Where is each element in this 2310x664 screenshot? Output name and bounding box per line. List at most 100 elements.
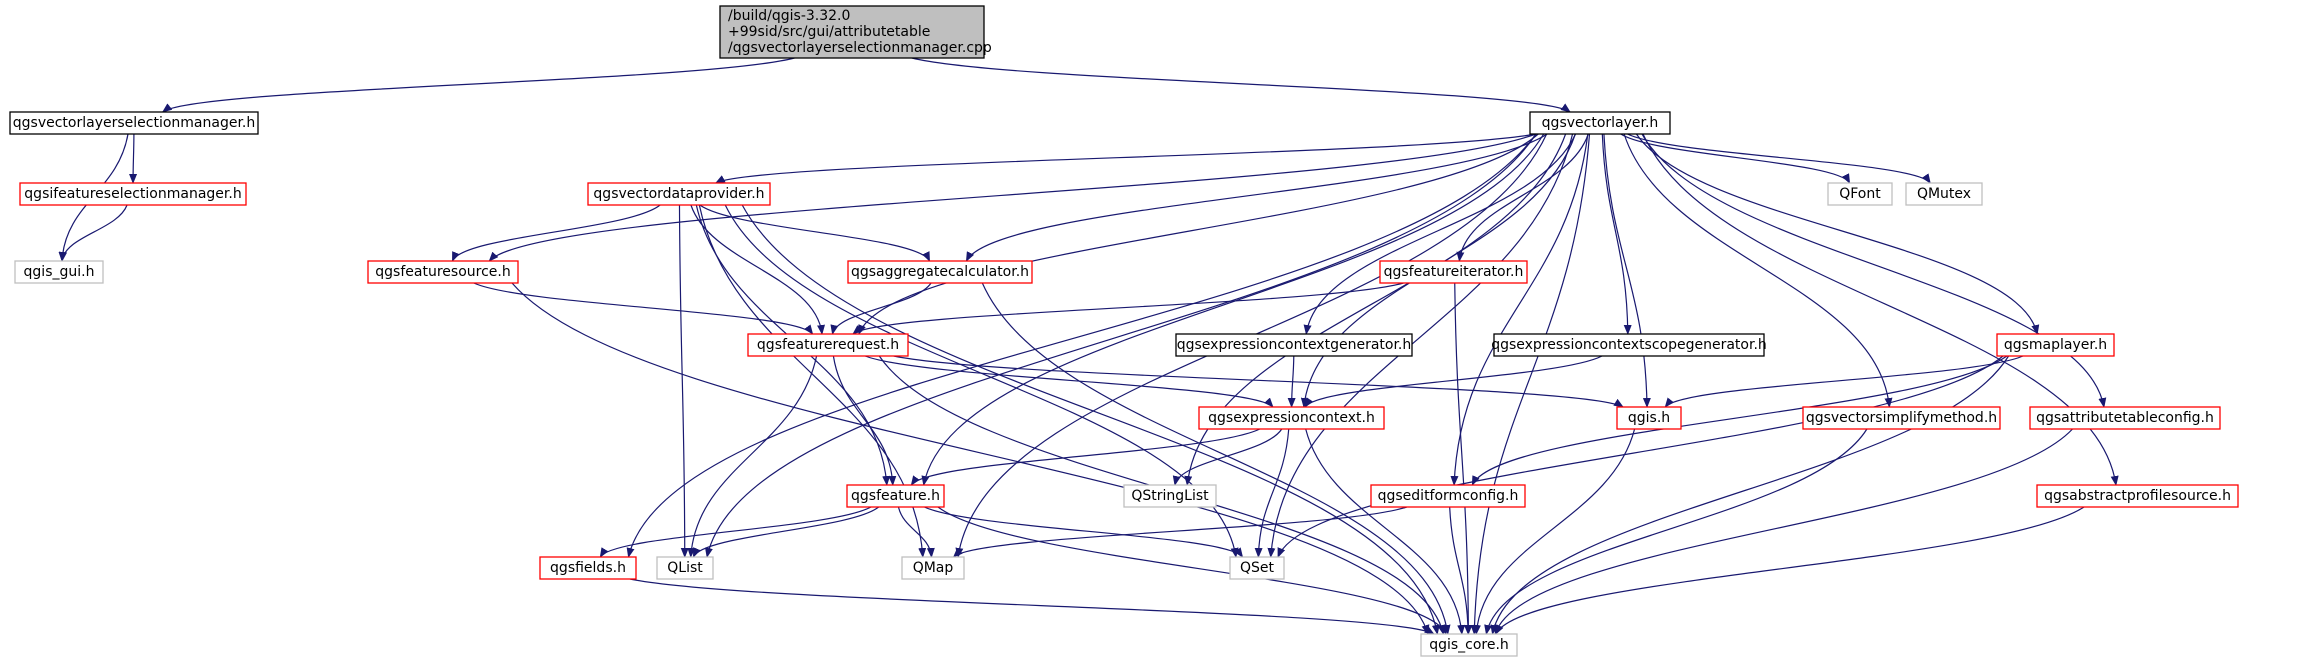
node-label: qgsvectorlayer.h — [1542, 115, 1659, 131]
graph-node-expctx[interactable]: qgsexpressioncontext.h — [1198, 406, 1385, 430]
graph-node-fields[interactable]: qgsfields.h — [539, 556, 637, 580]
dependency-edge-efc-to-qmap — [952, 506, 1407, 558]
dependency-edge-vdp-to-freq — [690, 204, 825, 335]
node-box — [367, 260, 519, 284]
dependency-edge-vl-to-fsrc — [488, 133, 1537, 262]
node-box — [1493, 333, 1765, 357]
node-box — [901, 556, 965, 580]
graph-node-vl[interactable]: qgsvectorlayer.h — [1529, 111, 1671, 135]
dependency-edge-vl-to-qmutex — [1627, 133, 1931, 184]
node-box — [19, 182, 247, 206]
dependency-edge-freq-to-qlist — [687, 355, 818, 558]
dependency-edge-vl-to-ecg — [1303, 133, 1577, 335]
dependency-edge-ecg-to-expctx — [1287, 355, 1296, 408]
node-layer: /build/qgis-3.32.0+99sid/src/gui/attribu… — [9, 5, 2239, 657]
dependency-edge-feature-to-qlist — [692, 506, 880, 558]
node-label: qgsvectorsimplifymethod.h — [1806, 410, 1997, 426]
graph-node-root[interactable]: /build/qgis-3.32.0+99sid/src/gui/attribu… — [719, 5, 992, 59]
dependency-edge-vl-to-fields — [626, 133, 1537, 558]
dependency-edge-freq-to-qgish — [893, 355, 1624, 408]
node-label: QMutex — [1917, 186, 1971, 202]
graph-node-guih: qgis_gui.h — [14, 260, 104, 284]
node-box — [1370, 484, 1526, 508]
graph-node-qset: QSet — [1229, 556, 1285, 580]
node-label: QStringList — [1131, 488, 1209, 504]
graph-node-qgish[interactable]: qgis.h — [1616, 406, 1682, 430]
graph-node-freq[interactable]: qgsfeaturerequest.h — [747, 333, 909, 357]
node-label: qgsvectordataprovider.h — [593, 186, 764, 202]
dependency-edge-root-to-vlsm — [161, 57, 795, 113]
graph-node-aggr[interactable]: qgsaggregatecalculator.h — [847, 260, 1033, 284]
dependency-edge-atc-to-core — [1494, 428, 2073, 635]
dependency-edge-vl-to-qlist — [705, 133, 1537, 558]
dependency-edge-vdp-to-qlist — [678, 204, 689, 558]
dependency-edge-aps-to-core — [1495, 506, 2085, 635]
node-box — [14, 260, 104, 284]
node-label: qgsexpressioncontext.h — [1208, 410, 1375, 426]
node-label: qgseditformconfig.h — [1378, 488, 1519, 504]
node-box — [1529, 111, 1671, 135]
dependency-edge-feature-to-fields — [599, 506, 872, 558]
graph-node-efc[interactable]: qgseditformconfig.h — [1370, 484, 1526, 508]
dependency-edge-vlsm-to-ifsm — [129, 133, 138, 184]
dependency-edge-expctx-to-feature — [910, 428, 1261, 486]
graph-node-atc[interactable]: qgsattributetableconfig.h — [2029, 406, 2221, 430]
dependency-edge-vl-to-core — [1470, 133, 1591, 635]
dependency-edge-freq-to-feature — [832, 355, 897, 486]
dependency-edge-vl-to-maplayer — [1635, 133, 2040, 335]
node-box — [1175, 333, 1413, 357]
dependency-edge-vl-to-vsm — [1623, 133, 1893, 408]
dependency-edge-efc-to-core — [1449, 506, 1473, 635]
node-label: +99sid/src/gui/attributetable — [728, 24, 930, 40]
graph-node-qmutex: QMutex — [1905, 182, 1983, 206]
graph-node-fsrc[interactable]: qgsfeaturesource.h — [367, 260, 519, 284]
dependency-edge-freq-to-expctx — [864, 355, 1274, 408]
dependency-edge-vl-to-qgish — [1603, 133, 1651, 408]
node-label: qgsfeature.h — [851, 488, 940, 504]
node-box — [1996, 333, 2115, 357]
edge-layer — [58, 57, 2119, 635]
node-label: qgsifeatureselectionmanager.h — [24, 186, 241, 202]
graph-node-ecsg[interactable]: qgsexpressioncontextscopegenerator.h — [1491, 333, 1767, 357]
dependency-edge-vdp-to-aggr — [699, 204, 931, 262]
graph-node-vlsm[interactable]: qgsvectorlayerselectionmanager.h — [9, 111, 259, 135]
graph-node-qsl: QStringList — [1123, 484, 1217, 508]
node-box — [847, 260, 1033, 284]
node-box — [1827, 182, 1893, 206]
graph-node-aps[interactable]: qgsabstractprofilesource.h — [2036, 484, 2239, 508]
dependency-edge-expctx-to-qset — [1254, 428, 1290, 558]
dependency-edge-feature-to-core — [937, 506, 1447, 635]
graph-node-vsm[interactable]: qgsvectorsimplifymethod.h — [1802, 406, 2001, 430]
graph-node-qmap: QMap — [901, 556, 965, 580]
graph-node-ifsm[interactable]: qgsifeatureselectionmanager.h — [19, 182, 247, 206]
node-label: qgsvectorlayerselectionmanager.h — [13, 115, 255, 131]
dependency-edge-expctx-to-core — [1305, 428, 1466, 635]
graph-node-ecg[interactable]: qgsexpressioncontextgenerator.h — [1175, 333, 1413, 357]
node-box — [2036, 484, 2239, 508]
node-label: qgsexpressioncontextscopegenerator.h — [1491, 337, 1767, 353]
node-box — [587, 182, 771, 206]
node-label: /build/qgis-3.32.0 — [728, 8, 850, 24]
node-label: qgsattributetableconfig.h — [2036, 410, 2214, 426]
dependency-edge-vl-to-freq — [858, 133, 1539, 335]
node-box — [1802, 406, 2001, 430]
node-box — [719, 5, 985, 59]
dependency-edge-vl-to-feature — [921, 133, 1545, 486]
node-box — [1229, 556, 1285, 580]
graph-node-vdp[interactable]: qgsvectordataprovider.h — [587, 182, 771, 206]
node-box — [747, 333, 909, 357]
graph-node-fiter[interactable]: qgsfeatureiterator.h — [1379, 260, 1528, 284]
node-box — [9, 111, 259, 135]
dependency-edge-fsrc-to-freq — [473, 282, 814, 335]
node-box — [1420, 633, 1518, 657]
graph-node-qfont: QFont — [1827, 182, 1893, 206]
dependency-edge-fiter-to-core — [1454, 282, 1473, 635]
dependency-edge-maplayer-to-efc — [1471, 355, 2008, 486]
node-label: qgsfeatureiterator.h — [1384, 264, 1524, 280]
dependency-edge-vl-to-atc — [1641, 133, 2107, 408]
graph-node-maplayer[interactable]: qgsmaplayer.h — [1996, 333, 2115, 357]
dependency-edge-vl-to-qfont — [1620, 133, 1851, 184]
graph-node-feature[interactable]: qgsfeature.h — [846, 484, 945, 508]
dependency-edge-maplayer-to-qgish — [1664, 355, 2024, 408]
